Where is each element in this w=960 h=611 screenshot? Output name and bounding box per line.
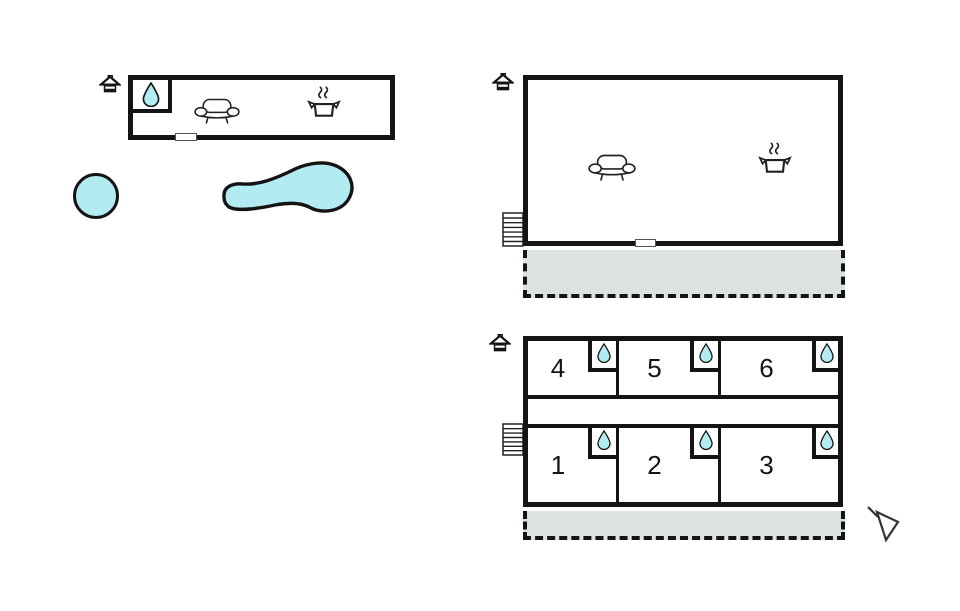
wall — [718, 428, 721, 502]
entrance-house-icon — [99, 75, 121, 93]
wall — [616, 428, 619, 502]
bathroom-nook — [588, 341, 616, 372]
room-1-label: 1 — [550, 449, 566, 480]
stairs-icon — [502, 212, 524, 247]
water-drop-icon — [142, 82, 159, 107]
wall — [528, 424, 838, 428]
room-5-label: 5 — [647, 352, 662, 383]
bathroom-nook — [588, 428, 616, 459]
sofa-icon — [588, 154, 636, 181]
bathroom-nook — [812, 428, 838, 459]
stairs-icon — [502, 423, 524, 456]
water-drop-icon — [820, 430, 834, 450]
room-3-label: 3 — [759, 449, 774, 480]
kitchen-pot-icon — [758, 142, 792, 173]
sofa-icon — [194, 98, 240, 124]
mouse-pointer-icon — [867, 506, 900, 543]
room-4-label: 4 — [550, 352, 566, 383]
annex-building-outline — [128, 75, 395, 140]
room-6-label: 6 — [759, 352, 774, 383]
bathroom-nook — [812, 341, 838, 372]
room-2-label: 2 — [647, 449, 662, 480]
terrace — [523, 511, 845, 540]
annex-bathroom-nook — [133, 80, 172, 113]
water-drop-icon — [699, 430, 713, 450]
apartments-outline — [523, 336, 843, 507]
door-opening — [175, 133, 197, 141]
bathroom-nook — [690, 428, 718, 459]
water-drop-icon — [597, 430, 611, 450]
entrance-house-icon — [492, 73, 514, 91]
water-drop-icon — [597, 343, 611, 363]
wall — [718, 341, 721, 395]
bathroom-nook — [690, 341, 718, 372]
water-drop-icon — [699, 343, 713, 363]
kitchen-pot-icon — [307, 86, 341, 117]
terrace — [523, 250, 845, 298]
swimming-pool — [222, 161, 354, 213]
wall — [616, 341, 619, 395]
round-pool — [73, 173, 119, 219]
water-drop-icon — [820, 343, 834, 363]
door-opening — [635, 239, 656, 247]
wall — [528, 395, 838, 399]
entrance-house-icon — [489, 334, 511, 352]
